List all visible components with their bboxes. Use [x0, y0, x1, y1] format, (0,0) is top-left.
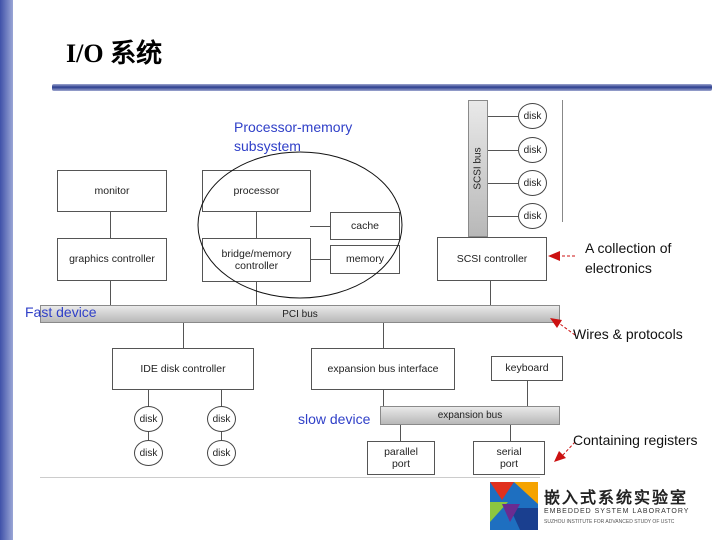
collection-of-electronics-note: A collection of electronics: [585, 240, 672, 276]
slide-side-bar: [0, 0, 13, 540]
parallel-port-box: parallel port: [367, 441, 435, 475]
pci-bus-label: PCI bus: [282, 308, 318, 320]
scsi-disk-1: disk: [518, 103, 547, 129]
cache-box: cache: [330, 212, 400, 240]
annotation-arrows: [548, 251, 576, 462]
slide-title: I/O 系统: [66, 39, 163, 68]
scsi-disk-4: disk: [518, 203, 547, 229]
expansion-bus-interface-box: expansion bus interface: [311, 348, 455, 390]
lab-name-cn: 嵌入式系统实验室: [544, 490, 689, 507]
scsi-disk-2: disk: [518, 137, 547, 163]
wires-protocols-note: Wires & protocols: [573, 326, 683, 342]
ide-disk-2: disk: [207, 406, 236, 432]
processor-memory-ellipse: [197, 151, 403, 299]
processor-memory-label: Processor-memory subsystem: [234, 119, 353, 154]
ide-disk-3: disk: [134, 440, 163, 466]
serial-port-box: serial port: [473, 441, 545, 475]
memory-box: memory: [330, 245, 400, 274]
expansion-bus: expansion bus: [380, 406, 560, 425]
monitor-box: monitor: [57, 170, 167, 212]
ide-disk-controller-box: IDE disk controller: [112, 348, 254, 390]
slow-device-label: slow device: [298, 411, 371, 427]
title-divider: [52, 84, 712, 91]
graphics-controller-box: graphics controller: [57, 238, 167, 281]
ide-disk-4: disk: [207, 440, 236, 466]
lab-subtitle-en: SUZHOU INSTITUTE FOR ADVANCED STUDY OF U…: [544, 519, 675, 525]
scsi-bus: SCSI bus: [468, 100, 488, 237]
fast-device-label: Fast device: [25, 304, 97, 320]
scsi-bus-label: SCSI bus: [472, 147, 484, 190]
scsi-disk-3: disk: [518, 170, 547, 196]
expansion-bus-label: expansion bus: [437, 410, 503, 421]
ide-disk-1: disk: [134, 406, 163, 432]
bridge-memory-controller-box: bridge/memory controller: [202, 238, 311, 282]
pci-bus: PCI bus: [40, 305, 560, 323]
keyboard-box: keyboard: [491, 356, 563, 381]
containing-registers-note: Containing registers: [573, 432, 698, 448]
lab-name-en: EMBEDDED SYSTEM LABORATORY: [544, 508, 690, 515]
lab-logo-icon: [490, 482, 538, 530]
processor-box: processor: [202, 170, 311, 212]
scsi-controller-box: SCSI controller: [437, 237, 547, 281]
